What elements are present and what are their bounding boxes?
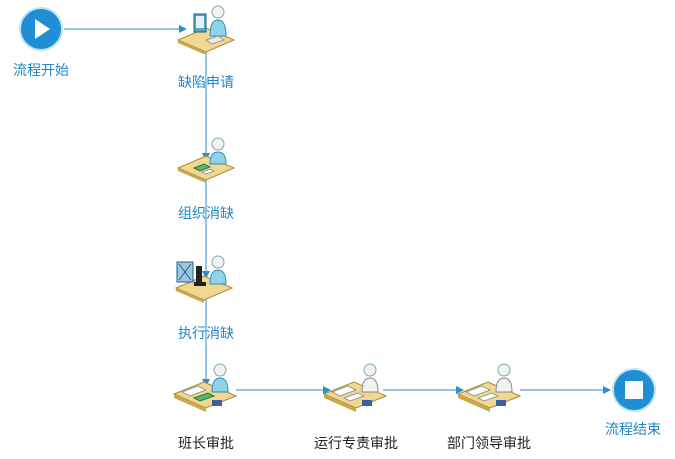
desk-worker-icon [176,137,236,183]
task-organize-fix[interactable] [176,134,236,186]
lab-worker-icon [174,255,234,303]
task-ops-approve-label: 运行专责审批 [314,436,398,452]
task-execute-fix[interactable] [172,252,236,306]
task-leader-approve-label: 班长审批 [178,436,234,452]
task-defect-apply[interactable] [176,2,236,55]
task-organize-fix-label: 组织消缺 [178,206,234,222]
start-event-label: 流程开始 [13,63,69,79]
approver-icon [172,363,238,412]
start-event[interactable] [18,6,64,52]
task-dept-approve-label: 部门领导审批 [447,436,531,452]
play-icon [19,7,63,51]
task-defect-apply-label: 缺陷申请 [178,75,234,91]
end-event[interactable] [611,367,657,413]
task-dept-approve[interactable] [456,360,522,416]
approver-icon [456,363,522,412]
stop-icon [612,368,656,412]
task-leader-approve[interactable] [172,360,238,416]
computer-worker-icon [176,5,236,55]
end-event-label: 流程结束 [605,422,661,438]
approver-icon [322,363,388,412]
task-ops-approve[interactable] [322,360,388,416]
task-execute-fix-label: 执行消缺 [178,326,234,342]
